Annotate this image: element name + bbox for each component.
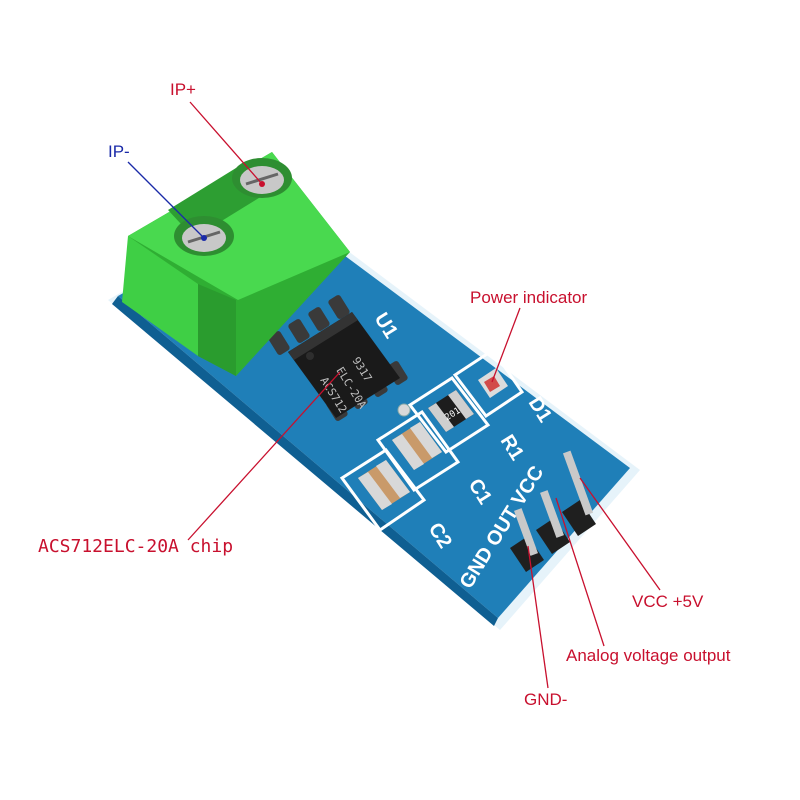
callout-gnd <box>527 545 549 689</box>
label-ip-minus: IP- <box>108 142 130 161</box>
pcb-hole <box>397 403 411 417</box>
callout-lines <box>127 101 661 689</box>
label-power-indicator: Power indicator <box>470 288 588 307</box>
label-analog-output: Analog voltage output <box>566 646 731 665</box>
label-ip-plus: IP+ <box>170 80 196 99</box>
header-pin-gnd <box>510 508 544 572</box>
silkscreen-outlines <box>339 347 525 533</box>
screw-terminal <box>122 152 350 376</box>
label-gnd: GND- <box>524 690 568 709</box>
callout-ip-plus <box>189 101 263 185</box>
screw-ip-plus <box>232 158 292 198</box>
capacitor-c1 <box>392 422 442 470</box>
resistor-r1: 201 <box>428 390 474 432</box>
callout-ip-minus <box>127 161 205 239</box>
acs712-chip: ACS712 ELC-20A 9317 <box>268 295 408 421</box>
power-led <box>478 368 508 398</box>
callout-vcc <box>579 477 661 591</box>
label-chip: ACS712ELC-20A chip <box>38 536 234 557</box>
header-pin-vcc <box>562 450 596 536</box>
label-vcc: VCC +5V <box>632 592 704 611</box>
callout-analog-out <box>555 497 605 647</box>
capacitor-c2 <box>358 460 410 510</box>
header-pin-out <box>536 490 570 554</box>
callout-power-indicator <box>491 307 521 383</box>
callout-chip <box>187 371 341 541</box>
header-pins <box>510 450 596 572</box>
